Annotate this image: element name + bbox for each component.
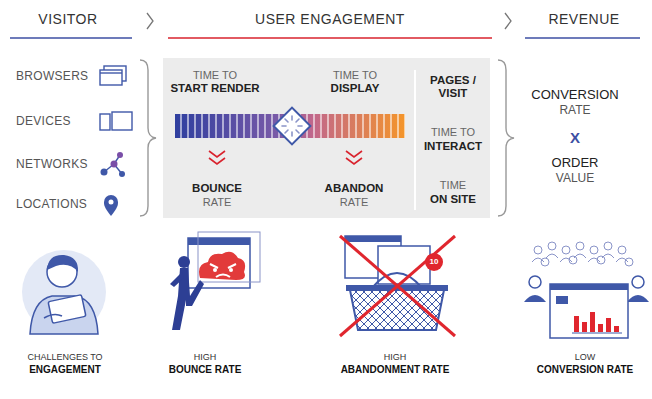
down-chevrons [209,151,362,164]
text-label: LOCATIONS [16,198,87,212]
network-icon [101,152,126,177]
text-label: ON SITE [430,193,476,206]
text-label: START RENDER [170,82,259,95]
chevron [147,13,153,29]
text-label: TIME [440,179,466,192]
badge [425,253,443,271]
text-label: DEVICES [16,115,71,129]
browser-icon [100,66,126,85]
text-label: VISITOR [38,11,97,27]
underline [168,37,492,39]
location-pin [104,195,118,216]
text-label: TIME TO [333,69,377,82]
bounce-illustration [170,232,260,330]
text-label: HIGH [384,352,407,362]
brace [140,60,156,216]
text-label: ORDER [552,156,599,171]
text-label: VALUE [556,172,594,186]
text-label: ABANDON [325,182,384,195]
text-label: BOUNCE RATE [169,364,242,376]
divider [414,70,416,210]
text-label: CHALLENGES TO [27,352,102,362]
text-label: X [570,129,580,146]
text-label: PAGES / VISIT [422,74,484,100]
text-label: ABANDONMENT RATE [341,364,450,376]
text-label: 10 [430,257,439,266]
text-label: BROWSERS [16,70,88,84]
text-label: REVENUE [548,11,619,27]
text-label: TIME TO [193,69,237,82]
chart-window [550,284,628,338]
chevron [505,13,511,29]
text-label: RATE [203,196,232,209]
text-label: RATE [559,104,590,118]
devices-icon [100,112,132,130]
text-label: DISPLAY [331,82,380,95]
text-label: HIGH [194,352,217,362]
text-label: NETWORKS [16,158,88,172]
text-label: CONVERSION RATE [537,364,634,376]
metrics-panel: TIME TOSTART RENDERTIME TODISPLAYBOUNCER… [163,58,490,218]
brace [498,60,514,216]
spinner-diamond [274,108,311,145]
text-label: TIME TO [431,126,475,139]
underline [10,37,132,39]
abandon-illustration [340,236,455,336]
text-label: ENGAGEMENT [29,364,101,376]
text-label: LOW [575,352,596,362]
text-label: INTERACT [424,140,482,153]
text-label: BOUNCE [192,182,242,195]
panel-ground [163,58,490,218]
text-label: CONVERSION [531,88,618,103]
underline [525,37,640,39]
text-label: RATE [340,196,369,209]
person-illustration [22,250,106,334]
text-label: USER ENGAGEMENT [255,11,405,27]
